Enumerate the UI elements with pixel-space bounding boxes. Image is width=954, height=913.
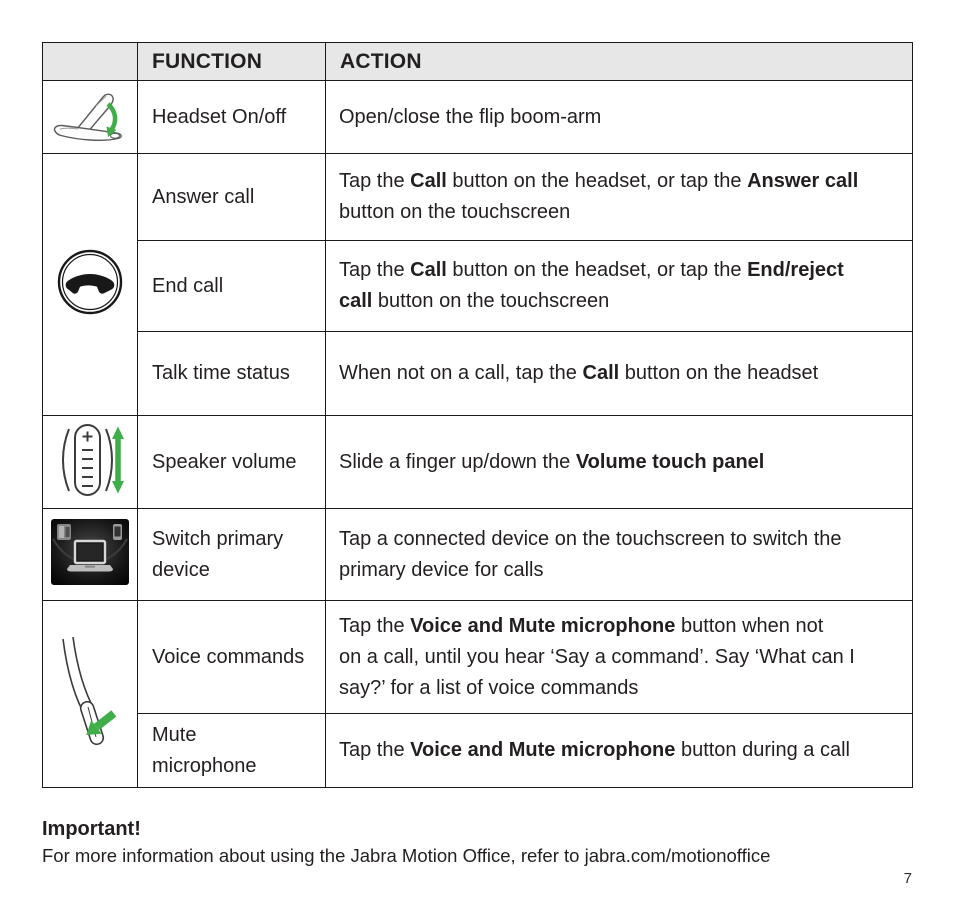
function-cell: Talk time status [137, 331, 326, 416]
table-row: Talk time status When not on a call, tap… [43, 331, 913, 416]
function-cell: Answer call [137, 153, 326, 241]
important-text: For more information about using the Jab… [42, 845, 771, 866]
table-row: Switch primary device Tap a connected de… [42, 508, 913, 601]
table-row: Answer call Tap the Call button on the h… [42, 153, 913, 416]
boom-arm-mic-icon [42, 600, 138, 788]
action-cell: When not on a call, tap the Call button … [325, 331, 913, 416]
function-column-header: FUNCTION [137, 42, 326, 81]
function-cell: Mute microphone [137, 713, 326, 788]
action-cell: Tap the Call button on the headset, or t… [325, 153, 913, 241]
table-row: Voice commands Tap the Voice and Mute mi… [42, 600, 913, 788]
table-row: Speaker volume Slide a finger up/down th… [42, 415, 913, 509]
action-cell: Slide a finger up/down the Volume touch … [325, 415, 913, 509]
action-cell: Tap the Call button on the headset, or t… [325, 240, 913, 332]
icon-column-header [42, 42, 138, 81]
action-column-header: ACTION [325, 42, 913, 81]
table-row: Mute microphone Tap the Voice and Mute m… [43, 713, 913, 788]
important-heading: Important! [42, 818, 141, 840]
action-cell: Tap the Voice and Mute microphone button… [325, 713, 913, 788]
headset-flip-boom-arm-icon [42, 80, 138, 154]
call-button-icon [42, 153, 138, 416]
function-cell: Speaker volume [137, 415, 326, 509]
touchscreen-devices-photo [42, 508, 138, 601]
table-row: End call Tap the Call button on the head… [43, 240, 913, 332]
volume-touch-panel-icon [42, 415, 138, 509]
action-cell: Tap the Voice and Mute microphone button… [325, 600, 913, 714]
table-header-row: FUNCTION ACTION [42, 42, 913, 81]
action-cell: Open/close the flip boom-arm [325, 80, 913, 154]
function-action-table: FUNCTION ACTION Headset On/of [42, 42, 913, 788]
page-number: 7 [903, 870, 912, 887]
action-cell: Tap a connected device on the touchscree… [325, 508, 913, 601]
table-row: Headset On/off Open/close the flip boom-… [42, 80, 913, 154]
function-cell: Headset On/off [137, 80, 326, 154]
function-cell: End call [137, 240, 326, 332]
function-cell: Voice commands [137, 600, 326, 714]
function-cell: Switch primary device [137, 508, 326, 601]
